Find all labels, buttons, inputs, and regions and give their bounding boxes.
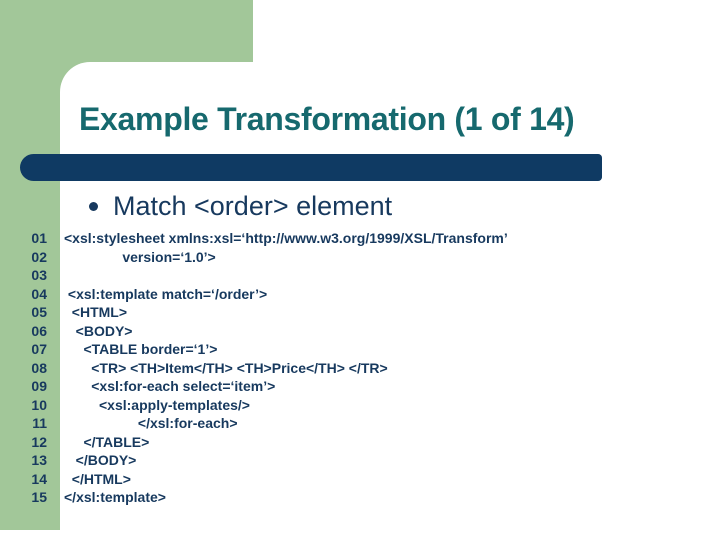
content-panel bbox=[60, 62, 720, 540]
code-line: 07 <TABLE border=‘1’> bbox=[0, 340, 720, 359]
code-line-number: 12 bbox=[31, 433, 47, 450]
code-line-number: 10 bbox=[31, 396, 47, 413]
code-line-text: </HTML> bbox=[64, 470, 131, 487]
code-line-number: 02 bbox=[31, 248, 47, 265]
code-line-text: version=‘1.0’> bbox=[64, 248, 216, 265]
bullet-text: Match <order> element bbox=[113, 191, 393, 221]
code-line-number: 09 bbox=[31, 378, 47, 394]
title-underline-bar bbox=[20, 154, 602, 181]
code-line-number: 04 bbox=[31, 285, 47, 302]
code-line-text: </BODY> bbox=[64, 452, 137, 468]
bullet-dot-icon bbox=[89, 201, 98, 211]
code-line-number: 07 bbox=[31, 341, 47, 357]
code-line: 13 </BODY> bbox=[0, 451, 720, 470]
code-line: 04 <xsl:template match=‘/order’> bbox=[0, 285, 720, 304]
code-line-number: 08 bbox=[31, 359, 47, 376]
code-line-text: <xsl:for-each select=‘item’> bbox=[64, 378, 276, 394]
code-line: 14 </HTML> bbox=[0, 470, 720, 489]
code-line-number: 13 bbox=[31, 452, 47, 468]
code-line-number: 03 bbox=[31, 267, 47, 283]
code-line-number: 15 bbox=[31, 489, 47, 505]
code-line: 02 version=‘1.0’> bbox=[0, 248, 720, 267]
code-line-text: <HTML> bbox=[64, 304, 128, 320]
code-line-text: <TR> <TH>Item</TH> <TH>Price</TH> </TR> bbox=[64, 359, 388, 376]
code-line-number: 05 bbox=[31, 304, 47, 320]
code-line-text: <xsl:apply-templates/> bbox=[64, 396, 250, 413]
slide-title: Example Transformation (1 of 14) bbox=[79, 101, 575, 137]
code-line: 10 <xsl:apply-templates/> bbox=[0, 396, 720, 415]
code-line: 09 <xsl:for-each select=‘item’> bbox=[0, 377, 720, 396]
code-line-text: <TABLE border=‘1’> bbox=[64, 341, 218, 357]
code-line-number: 14 bbox=[31, 470, 47, 487]
code-line-number: 06 bbox=[31, 322, 47, 339]
bullet-item: Match <order> element bbox=[89, 190, 392, 222]
code-line: 06 <BODY> bbox=[0, 322, 720, 341]
code-line: 01 <xsl:stylesheet xmlns:xsl=‘http://www.… bbox=[0, 229, 720, 248]
code-line-text: </xsl:template> bbox=[64, 489, 166, 505]
code-line-text: <xsl:stylesheet xmlns:xsl=‘http://www.w3… bbox=[64, 230, 508, 246]
code-line-text: </xsl:for-each> bbox=[64, 415, 238, 431]
code-line: 11 </xsl:for-each> bbox=[0, 414, 720, 433]
code-line-text: </TABLE> bbox=[64, 433, 150, 450]
code-line: 05 <HTML> bbox=[0, 303, 720, 322]
code-line-text: <BODY> bbox=[64, 322, 133, 339]
code-line: 03 bbox=[0, 266, 720, 285]
code-line: 15 </xsl:template> bbox=[0, 488, 720, 507]
code-line: 12 </TABLE> bbox=[0, 433, 720, 452]
code-line-number: 01 bbox=[31, 230, 47, 246]
code-line: 08 <TR> <TH>Item</TH> <TH>Price</TH> </T… bbox=[0, 359, 720, 378]
code-line-number: 11 bbox=[32, 415, 47, 431]
code-line-text: <xsl:template match=‘/order’> bbox=[64, 285, 268, 302]
code-listing: 01 <xsl:stylesheet xmlns:xsl=‘http://www.… bbox=[0, 229, 720, 507]
